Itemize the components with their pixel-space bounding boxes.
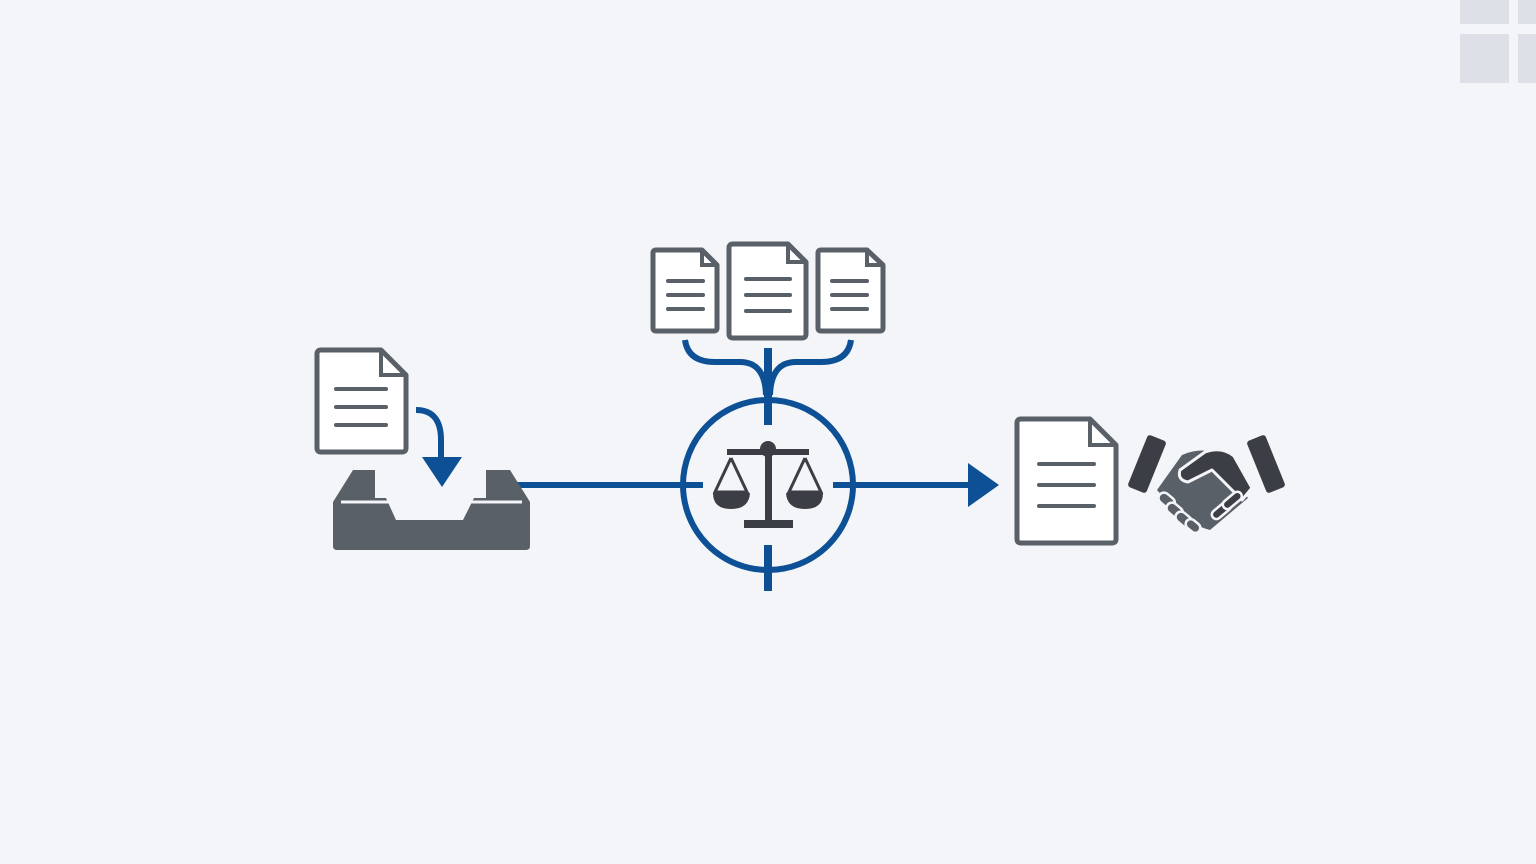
document-icon <box>1014 416 1119 546</box>
corner-tile-2 <box>1518 0 1536 24</box>
source-document-1 <box>650 247 720 334</box>
document-icon <box>650 247 720 334</box>
source-document-2 <box>726 241 809 341</box>
scales-of-justice-icon <box>712 441 824 528</box>
output-arrow-head-icon <box>968 463 999 507</box>
document-fold <box>379 350 406 377</box>
corner-tile-4 <box>1518 34 1536 83</box>
curved-arrow-down-icon <box>422 457 462 487</box>
inbox-tray <box>333 470 530 550</box>
handshake-icon <box>1128 435 1285 535</box>
document-icon <box>815 247 886 334</box>
corner-tile-3 <box>1460 34 1509 83</box>
connector-source-left <box>682 339 769 396</box>
corner-tile-1 <box>1460 0 1509 24</box>
connector-lines <box>415 339 972 591</box>
document-fold <box>786 244 806 264</box>
document-icon <box>314 347 409 455</box>
connector-source-right <box>767 339 854 396</box>
document-fold <box>865 250 883 267</box>
document-fold <box>1088 419 1116 447</box>
incoming-document <box>314 347 409 455</box>
curved-arrow-down-path <box>415 407 444 462</box>
source-document-3 <box>815 247 886 334</box>
outgoing-document <box>1014 416 1119 546</box>
hub-circle <box>680 397 856 573</box>
inbox-tray-icon <box>333 470 530 550</box>
document-icon <box>726 241 809 341</box>
document-fold <box>700 250 717 267</box>
